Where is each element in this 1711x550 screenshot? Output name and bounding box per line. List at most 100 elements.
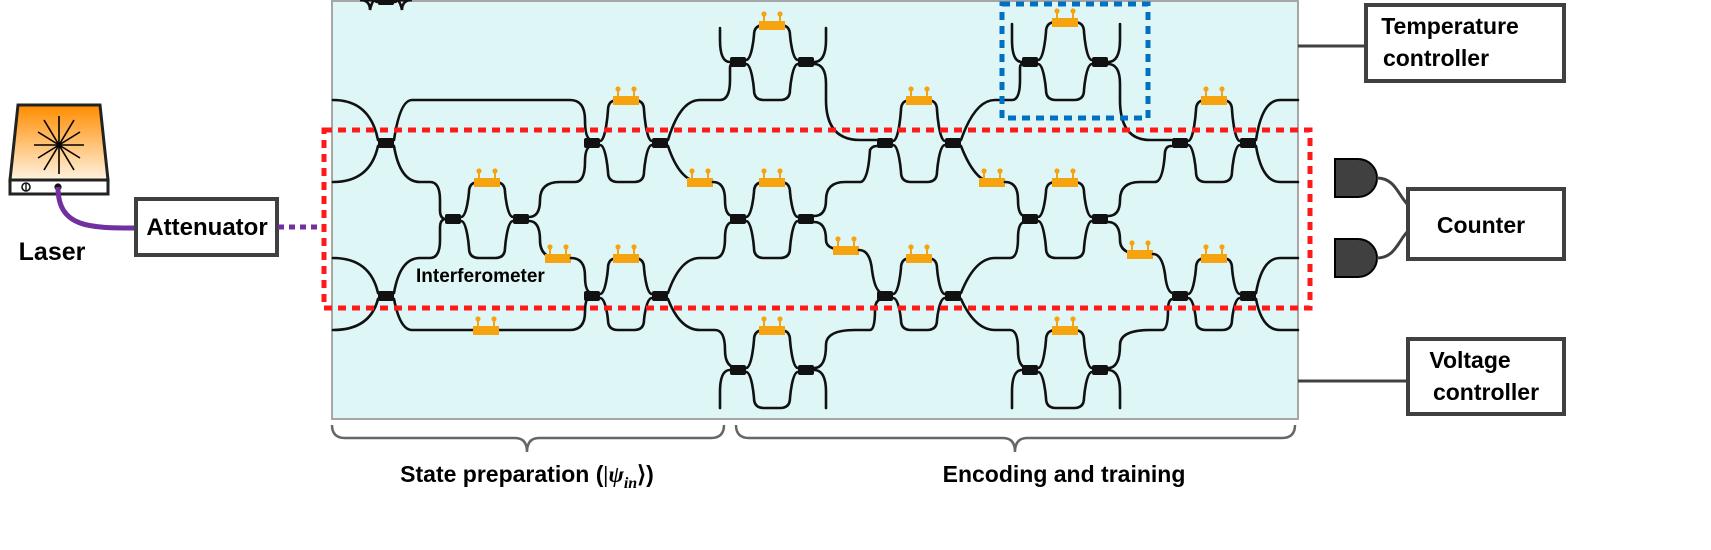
heater-pad [761,316,767,322]
encoding-training-label: Encoding and training [943,461,1186,487]
directional-coupler [1172,291,1188,301]
photonic-chip [331,0,1299,420]
counter-box [1406,187,1566,261]
directional-coupler [584,138,600,148]
heater-pad [1203,244,1209,250]
waveguide [812,297,885,370]
heater-pad [705,168,711,174]
phase-shifter-heater [474,178,500,187]
heater-pad [1129,240,1135,246]
attenuator-box [134,197,279,257]
heater-pad [475,316,481,322]
directional-coupler [378,138,394,148]
waveguide [959,220,1027,295]
phase-shifter-heater [1127,250,1153,259]
waveguide [598,296,654,332]
directional-coupler [798,365,814,375]
waveguide [959,297,1030,370]
encoding-training-brace [734,424,1297,453]
directional-coupler [1022,57,1038,67]
interferometer-label: Interferometer [416,266,545,287]
waveguide [744,219,800,260]
heater-pad [615,244,621,250]
heater-pad [835,236,841,242]
heater-pad [547,244,553,250]
heater-pad [851,236,857,242]
heater-pad [1145,240,1151,246]
voltage-controller-label-line2: controller [1433,379,1539,405]
heater-pad [1070,316,1076,322]
waveguide [1010,22,1024,64]
heater-pad [563,244,569,250]
phase-shifter-heater [1052,178,1078,187]
waveguide [1036,219,1094,260]
waveguide [359,0,413,11]
voltage-controller-label-line1: Voltage [1429,347,1510,373]
waveguide [1106,62,1173,142]
phase-shifter-heater [759,178,785,187]
heater-pad [1219,86,1225,92]
heater-pad [476,168,482,174]
temperature-controller-label-line1: Temperature [1381,13,1519,39]
directional-coupler [652,291,668,301]
directional-coupler [1092,57,1108,67]
phase-shifter-heater [687,178,713,187]
waveguide [812,26,828,64]
directional-coupler [445,214,461,224]
heater-pad [924,244,930,250]
temperature-controller-label-line2: controller [1383,45,1489,71]
directional-coupler [1022,365,1038,375]
heater-pad [761,168,767,174]
waveguide [1003,180,1027,218]
mzi-mesh [331,0,1300,410]
heater-pad [777,168,783,174]
heater-pad [1054,8,1060,14]
heater-pad [908,244,914,250]
heater-pad [761,11,767,17]
state-preparation-close: ⟩) [637,461,654,487]
interferometer-highlight [321,127,1313,311]
heater-pad [1054,316,1060,322]
directional-coupler [513,214,529,224]
directional-coupler [1240,291,1256,301]
voltage-controller-box [1406,337,1566,416]
directional-coupler [1240,138,1256,148]
waveguide [744,62,800,102]
phase-shifter-heater [473,326,499,335]
phase-shifter-heater [833,246,859,255]
waveguide [718,368,732,410]
waveguide [666,220,735,295]
waveguide [527,144,594,219]
laser-label: Laser [19,238,86,266]
phase-shifter-heater [1052,18,1078,27]
phase-shifter-heater [759,21,785,30]
waveguide [331,256,380,332]
heater-pad [615,86,621,92]
detector-wires [1376,176,1410,260]
directional-coupler [945,291,961,301]
temperature-controller-box [1364,3,1566,83]
waveguide [598,143,654,184]
heater-pad [631,86,637,92]
directional-coupler [1172,138,1188,148]
waveguide [744,370,800,410]
mzi-unit-highlight [999,1,1151,121]
heater-pad [689,168,695,174]
waveguide [857,248,885,295]
waveguide [812,62,879,142]
waveguide [1151,252,1175,295]
heater-pad [631,244,637,250]
directional-coupler [1022,214,1038,224]
directional-coupler [798,214,814,224]
waveguide [1186,296,1242,332]
directional-coupler [945,138,961,148]
heater-pad [777,11,783,17]
waveguide [1254,256,1300,295]
waveguide [1254,144,1300,184]
directional-coupler [730,57,746,67]
waveguide [1106,144,1173,218]
waveguide [1186,143,1242,184]
heater-pad [1203,86,1209,92]
phase-shifter-heater [979,178,1005,187]
